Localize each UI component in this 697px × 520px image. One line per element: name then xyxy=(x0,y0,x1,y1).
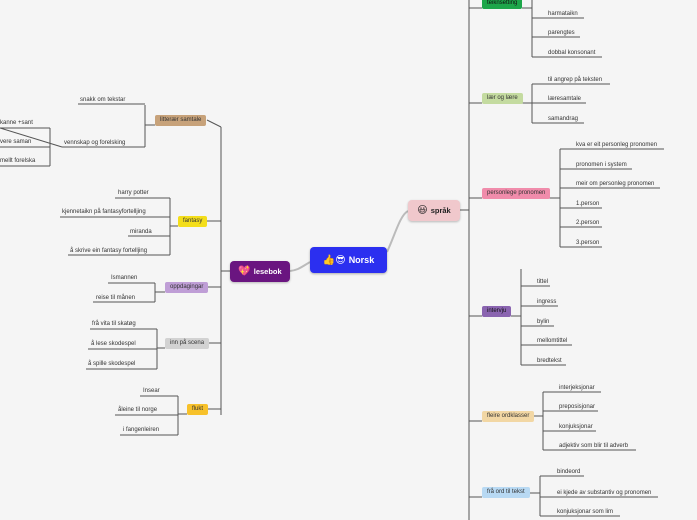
leaf-3-person[interactable]: 3.person xyxy=(576,240,600,246)
category-laer-og-laere[interactable]: lær og lære xyxy=(482,93,523,104)
lesebok-label: lesebok xyxy=(253,267,282,276)
leaf-preposisjonar[interactable]: preposisjonar xyxy=(559,404,596,410)
category-fantasy[interactable]: fantasy xyxy=(178,216,208,227)
leaf-ismannen[interactable]: Ismannen xyxy=(111,275,138,281)
leaf-harry-potter[interactable]: harry potter xyxy=(118,190,149,196)
leaf-spille-skodespel[interactable]: å spille skodespel xyxy=(88,361,136,367)
leaf-vere-saman[interactable]: vere saman xyxy=(0,139,32,145)
leaf-harmataikn[interactable]: harmataikn xyxy=(548,11,578,17)
root-node[interactable]: 👍😎 Norsk xyxy=(310,247,387,273)
lesebok-node[interactable]: 💖 lesebok xyxy=(230,261,290,282)
leaf-tittel[interactable]: tittel xyxy=(537,279,549,285)
leaf-interjeksjonar[interactable]: interjeksjonar xyxy=(559,385,595,391)
leaf-fra-vita-til-skatog[interactable]: frå vita til skatøg xyxy=(92,321,136,327)
sprak-label: språk xyxy=(430,206,451,215)
leaf-aleine-til-norge[interactable]: åleine til norge xyxy=(118,407,158,413)
leaf-konjuksjonar-lim[interactable]: konjuksjonar som lim xyxy=(557,509,614,515)
leaf-kjennetaikn[interactable]: kjennetaikn på fantasyfortelljing xyxy=(62,209,146,215)
category-inn-pa-scena[interactable]: inn på scena xyxy=(165,338,210,349)
leaf-miranda[interactable]: miranda xyxy=(130,229,152,235)
leaf-reise-til-manen[interactable]: reise til månen xyxy=(96,295,136,301)
root-label: Norsk xyxy=(348,255,375,265)
category-oppdagingar[interactable]: oppdagingar xyxy=(165,282,209,293)
leaf-bredtekst[interactable]: bredtekst xyxy=(537,358,562,364)
leaf-1-person[interactable]: 1.person xyxy=(576,201,600,207)
thumbs-cool-icon: 👍😎 xyxy=(322,254,346,266)
leaf-snakk-om-tekstar[interactable]: snakk om tekstar xyxy=(80,97,126,103)
leaf-lese-skodespel[interactable]: å lese skodespel xyxy=(91,341,136,347)
leaf-konjuksjonar[interactable]: konjuksjonar xyxy=(559,424,593,430)
category-fra-ord-til-tekst[interactable]: frå ord til tekst xyxy=(482,487,530,498)
category-flukt[interactable]: flukt xyxy=(187,404,209,415)
leaf-insear[interactable]: Insear xyxy=(143,388,160,394)
category-litteraer-samtale[interactable]: litterær samtale xyxy=(155,115,207,126)
heart-icon: 💖 xyxy=(238,266,251,277)
leaf-meir-om-pronomen[interactable]: meir om personleg pronomen xyxy=(576,181,655,187)
leaf-samandrag[interactable]: samandrag xyxy=(548,116,579,122)
leaf-ingress[interactable]: ingress xyxy=(537,299,557,305)
leaf-i-fangenleiren[interactable]: i fangenleiren xyxy=(123,427,160,433)
smiley-icon: 😃 xyxy=(417,205,428,216)
category-fleire-ordklasser[interactable]: fleire ordklasser xyxy=(482,411,535,422)
leaf-bindeord[interactable]: bindeord xyxy=(557,469,581,475)
leaf-dobbal-konsonant[interactable]: dobbal konsonant xyxy=(548,50,596,56)
leaf-kanne-sant[interactable]: kanne +sant xyxy=(0,120,33,126)
leaf-til-angrep[interactable]: til angrep på teksten xyxy=(548,77,603,83)
category-teiknsetting[interactable]: teiknsetting xyxy=(482,0,523,9)
leaf-mellomtittel[interactable]: mellomtittel xyxy=(537,338,568,344)
leaf-parengtes[interactable]: parengtes xyxy=(548,30,575,36)
leaf-kva-er-pronomen[interactable]: kva er eit personleg pronomen xyxy=(576,142,658,148)
leaf-bylin[interactable]: bylin xyxy=(537,319,550,325)
sprak-node[interactable]: 😃 språk xyxy=(408,200,460,221)
leaf-laeresamtale[interactable]: læresamtale xyxy=(548,96,582,102)
category-personlege-pronomen[interactable]: personlege pronomen xyxy=(482,188,551,199)
leaf-pronomen-i-system[interactable]: pronomen i system xyxy=(576,162,627,168)
leaf-skrive-fantasy[interactable]: å skrive ein fantasy fortelljing xyxy=(70,248,148,254)
category-intervju[interactable]: intervju xyxy=(482,306,512,317)
leaf-kjede-substantiv[interactable]: ei kjede av substantiv og pronomen xyxy=(557,490,652,496)
leaf-adjektiv-adverb[interactable]: adjektiv som blir til adverb xyxy=(559,443,629,449)
leaf-2-person[interactable]: 2.person xyxy=(576,220,600,226)
leaf-vennskap-og-forelsking[interactable]: vennskap og forelsking xyxy=(64,140,126,146)
leaf-mellt-forelska[interactable]: mellt forelska xyxy=(0,158,36,164)
